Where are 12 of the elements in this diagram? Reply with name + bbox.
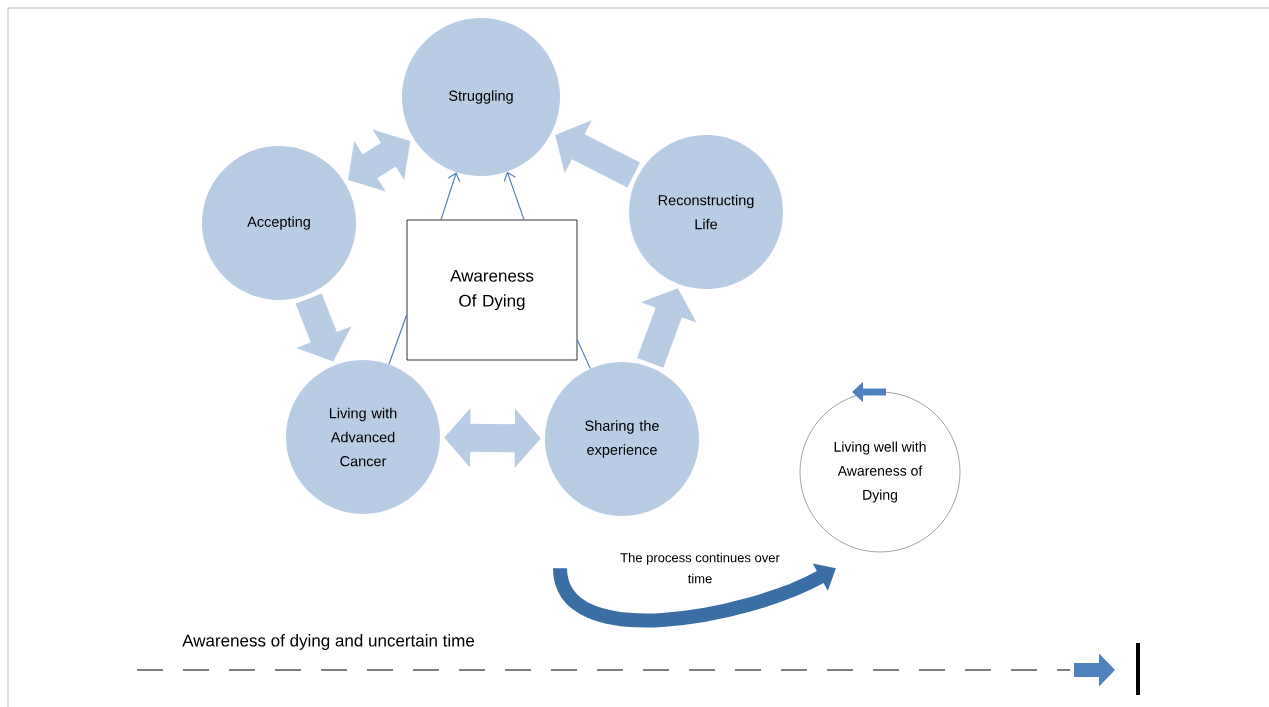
- connector-arrow: [440, 172, 461, 221]
- circle-node: Accepting: [202, 146, 356, 300]
- circle-node: Struggling: [402, 18, 560, 176]
- process-box: Awareness Of Dying: [406, 219, 578, 361]
- connector-arrow: [503, 171, 525, 221]
- circle-node: Sharing the experience: [545, 362, 699, 516]
- timeline-label: Awareness of dying and uncertain time: [182, 634, 475, 650]
- connector-line: [388, 314, 408, 365]
- connector-line: [576, 339, 591, 370]
- edge-label: The process continues over time: [610, 551, 790, 585]
- circle-node: Living with Advanced Cancer: [286, 360, 440, 514]
- circle-node: Reconstructing Life: [629, 135, 783, 289]
